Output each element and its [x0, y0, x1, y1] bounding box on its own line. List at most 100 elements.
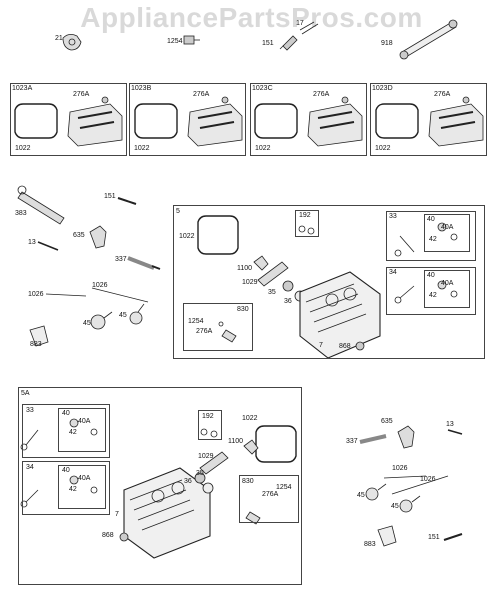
part-918-icon — [399, 19, 458, 60]
valve-34-b5a — [20, 489, 39, 508]
part-883-left-icon — [29, 325, 49, 347]
rocker-arm-1029-b5 — [257, 261, 289, 287]
callout-383: 383 — [15, 210, 27, 217]
part-883-right-icon — [377, 525, 397, 547]
cylinder-head-7-b5 — [299, 271, 381, 359]
callout-7-b5: 7 — [319, 342, 323, 349]
callout-7-b5a: 7 — [115, 511, 119, 518]
part-45-left-b-icon — [129, 303, 145, 325]
valve-cover-1023b-drawing — [134, 96, 243, 147]
subbox-40-b5a — [58, 408, 106, 452]
callout-276a-1023c: 276A — [313, 91, 330, 98]
part-151-icon — [279, 35, 298, 51]
subbox-34-b5 — [386, 267, 476, 315]
part-1026-right-b-icon — [391, 475, 449, 495]
rocker-1100-b5 — [253, 255, 269, 271]
subbox-830-b5 — [183, 303, 253, 351]
cylinder-head-7-b5a — [123, 467, 211, 559]
callout-635-right: 635 — [381, 418, 393, 425]
part-337-left-icon — [127, 256, 161, 270]
callout-337-right: 337 — [346, 438, 358, 445]
part-151-right-icon — [443, 533, 463, 541]
callout-276a-1023b: 276A — [193, 91, 210, 98]
callout-1029-b5: 1029 — [242, 279, 258, 286]
callout-883-right: 883 — [364, 541, 376, 548]
part-45-right-b-icon — [399, 495, 421, 513]
subbox-40-b5 — [424, 214, 470, 252]
callout-35-b5: 35 — [268, 289, 276, 296]
bolt-192-b5a — [200, 428, 218, 438]
callout-1022-b5a: 1022 — [242, 415, 258, 422]
callout-42-34-b5: 42 — [429, 292, 437, 299]
part-21-icon — [62, 34, 82, 51]
callout-151-right: 151 — [428, 534, 440, 541]
rocker-1100-b5a — [243, 439, 259, 455]
subbox-33-b5a — [22, 404, 110, 458]
callout-40-34-b5: 40 — [427, 272, 435, 279]
spring-40-b5 — [437, 222, 458, 241]
callout-36-b5a: 36 — [184, 478, 192, 485]
callout-276a-1023d: 276A — [434, 91, 451, 98]
callout-1026-right-a: 1026 — [392, 465, 408, 472]
spring-40-34-b5 — [437, 280, 458, 298]
subbox-40-34-b5a — [58, 465, 106, 509]
callout-13-left: 13 — [28, 239, 36, 246]
part-1254-icon — [183, 35, 200, 45]
callout-34-b5: 34 — [389, 269, 397, 276]
callout-40a-34-b5a: 40A — [78, 475, 91, 482]
callout-40-b5a: 40 — [62, 410, 70, 417]
valve-34-b5 — [394, 285, 415, 304]
callout-1029-b5a: 1029 — [198, 453, 214, 460]
subbox-34-b5a — [22, 461, 110, 515]
breather-830-b5a — [245, 511, 261, 525]
callout-45-right-b: 45 — [391, 503, 399, 510]
gasket-1022-b5 — [197, 215, 239, 255]
callout-42-b5a: 42 — [69, 429, 77, 436]
subbox-40-34-b5 — [424, 270, 470, 308]
part-1026-right-a-icon — [383, 475, 427, 479]
panel-title-1023c: 1023C — [252, 85, 273, 92]
callout-276a-1023a: 276A — [73, 91, 90, 98]
callout-40-b5: 40 — [427, 216, 435, 223]
callout-151: 151 — [262, 40, 274, 47]
part-635-right-icon — [397, 425, 415, 449]
callout-1100-b5a: 1100 — [228, 438, 244, 445]
part-13-left-icon — [37, 241, 59, 251]
callout-17: 17 — [296, 20, 304, 27]
callout-21: 21 — [55, 35, 63, 42]
valve-cover-1023c-drawing — [254, 96, 363, 147]
subbox-33-b5 — [386, 211, 476, 261]
callout-337-left: 337 — [115, 256, 127, 263]
callout-40a-b5a: 40A — [78, 418, 91, 425]
part-1026-left-a-icon — [45, 293, 87, 297]
spring-40-34-b5a — [69, 475, 98, 494]
callout-45-right-a: 45 — [357, 492, 365, 499]
assembly-box-5 — [173, 205, 485, 359]
seal-35-b5 — [282, 280, 294, 292]
callout-883-left: 883 — [30, 341, 42, 348]
callout-45-left-a: 45 — [83, 320, 91, 327]
callout-151-left: 151 — [104, 193, 116, 200]
callout-1100-b5: 1100 — [237, 265, 253, 272]
callout-1254-b5a: 1254 — [276, 484, 292, 491]
callout-1022-1023b: 1022 — [134, 145, 150, 152]
breather-830-b5 — [218, 321, 237, 343]
part-45-right-a-icon — [365, 483, 387, 501]
callout-33-b5: 33 — [389, 213, 397, 220]
retainer-36-b5a — [202, 482, 214, 494]
box-title-5: 5 — [176, 208, 180, 215]
callout-1254-b5: 1254 — [188, 318, 204, 325]
part-17-icon — [299, 21, 319, 35]
part-635-left-icon — [89, 225, 107, 249]
part-151-left-icon — [117, 197, 137, 205]
callout-1026-left-a: 1026 — [28, 291, 44, 298]
subbox-830-b5a — [239, 475, 299, 523]
callout-42-34-b5a: 42 — [69, 486, 77, 493]
callout-1022-b5: 1022 — [179, 233, 195, 240]
valve-33-b5a — [20, 429, 39, 451]
part-337-right-icon — [359, 434, 387, 444]
panel-1023a — [10, 83, 127, 156]
callout-1254: 1254 — [167, 38, 183, 45]
callout-1022-1023a: 1022 — [15, 145, 31, 152]
